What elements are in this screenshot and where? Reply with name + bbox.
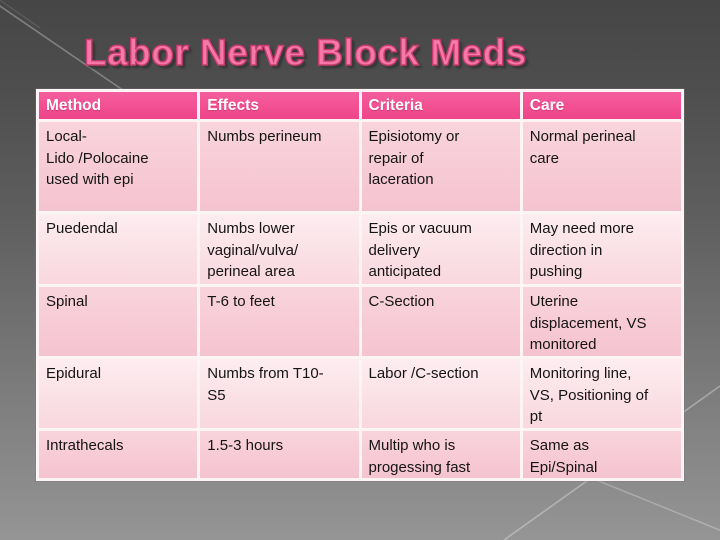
table-cell-criteria-puedendal: Epis or vacuum delivery anticipated (361, 214, 520, 284)
table-cell-care-spinal: Uterine displacement, VS monitored (522, 287, 681, 356)
table-cell-effects-puedendal: Numbs lower vaginal/vulva/ perineal area (200, 214, 359, 284)
column-header-method: Method (39, 92, 198, 119)
table-cell-criteria-intrathecals: Multip who is progessing fast (361, 431, 520, 478)
table-cell-criteria-spinal: C-Section (361, 287, 520, 356)
table-cell-care-puedendal: May need more direction in pushing (522, 214, 681, 284)
table-cell-care-intrathecals: Same as Epi/Spinal (522, 431, 681, 478)
column-header-criteria: Criteria (361, 92, 520, 119)
table-cell-criteria-epidural: Labor /C-section (361, 359, 520, 428)
table-cell-method-puedendal: Puedendal (39, 214, 198, 284)
table-cell-effects-epidural: Numbs from T10- S5 (200, 359, 359, 428)
table-cell-effects-spinal: T-6 to feet (200, 287, 359, 356)
table-cell-care-epidural: Monitoring line, VS, Positioning of pt (522, 359, 681, 428)
meds-table: Method Effects Criteria Care Local- Lido… (36, 89, 684, 481)
table-cell-method-local: Local- Lido /Polocaine used with epi (39, 122, 198, 211)
table-cell-method-intrathecals: Intrathecals (39, 431, 198, 478)
table-cell-method-epidural: Epidural (39, 359, 198, 428)
table-cell-effects-local: Numbs perineum (200, 122, 359, 211)
table-cell-effects-intrathecals: 1.5-3 hours (200, 431, 359, 478)
slide-title: Labor Nerve Block Meds (83, 31, 527, 73)
table-cell-method-spinal: Spinal (39, 287, 198, 356)
table-cell-care-local: Normal perineal care (522, 122, 681, 211)
column-header-effects: Effects (200, 92, 359, 119)
column-header-care: Care (522, 92, 681, 119)
table-cell-criteria-local: Episiotomy or repair of laceration (361, 122, 520, 211)
